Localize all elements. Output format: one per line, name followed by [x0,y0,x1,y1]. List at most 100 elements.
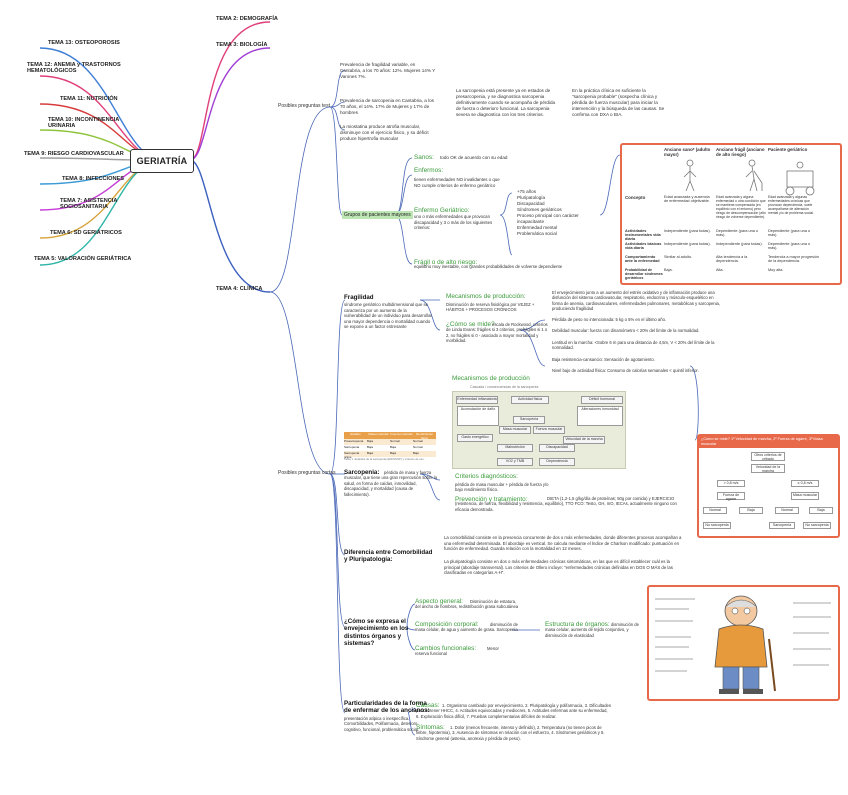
mecanismos-diagram: Actividad física Sarcopenia Fuerza muscu… [452,391,626,469]
diagram-node: Velocidad de la marcha [563,436,605,444]
flow-node: Velocidad de la marcha [751,464,785,473]
stages-header-cell: Fuerza muscular [390,432,413,436]
criterio-item: Proceso principal con carácter incapacit… [517,212,579,224]
row-cell: Independiente (para todas). [664,242,711,246]
test-fragilidad: Prevalencia de fragilidad variable, en C… [340,62,436,79]
diagram-node: Sarcopenia [513,416,545,424]
criterio-item: Síndromes geriátricos [517,206,562,212]
topic-4[interactable]: TEMA 4: CLÍNICA [216,286,263,292]
geriatrico-title: Enfermo Geriátrico: [414,207,470,214]
elderly-man-icon [655,595,831,694]
diagram-node: Malnutrición [497,444,533,452]
criterio-item: +75 años [517,189,537,194]
estructura-text: disminución de masa celular, aumento de … [545,622,639,638]
topic-5[interactable]: TEMA 5: VALORACIÓN GERIÁTRICA [34,256,132,262]
groups-table-panel: Anciano sano* (adulto mayor) Anciano frá… [620,143,842,285]
row-cell: Edad avanzada y algunas enfermedades cró… [768,195,814,215]
sanos-title: Sanos: [414,154,434,161]
row-cell: Independiente (para todas). [664,229,711,233]
topic-13[interactable]: TEMA 13: OSTEOPOROSIS [48,40,120,46]
stages-cell: Normal [413,445,423,449]
diagram-node: Discapacidad [539,444,575,452]
row-cell: Dependiente (para una o más). [716,229,759,237]
frailty-criteria-list: Pérdida de peso no intencionada: 5 kg o … [552,317,732,374]
row-cell: Alta. [716,268,724,272]
row-cell: Baja. [664,268,673,272]
row-cell: Muy alta. [768,268,784,272]
stages-cell: Sarcopenia [344,445,360,449]
flow-node: Masa muscular [791,492,819,500]
criterios-dx-title: Criterios diagnósticos: [455,473,518,480]
topic-8[interactable]: TEMA 8: INFECCIONES [62,176,124,182]
stages-row: Presarcopenia Baja Normal Normal [344,439,436,445]
pluripatologia-text: La pluripatología consiste en dos o más … [444,559,673,576]
particularidades-title: Particularidades de la forma de enfermar… [344,700,430,715]
funcionales-title: Cambios funcionales: [415,645,477,652]
stages-header-cell: Rendimiento físico [416,432,433,440]
topic-7[interactable]: TEMA 7: ASISTENCIA SOCIOSANITARIA [60,198,118,210]
criterios-list: +75 años Pluripatología Discapacidad Sín… [517,189,597,237]
stages-cell: Presarcopenia [344,439,364,443]
stages-header-cell: Masa muscular [368,432,389,436]
table-header-geriatrico: Paciente geriátrico [768,147,808,152]
diagram-title: Mecanismos de producción [452,375,530,382]
stages-header-cell: Estadio [350,432,361,436]
geriatrico-text: uno o más enfermedades que provocan disc… [414,214,493,231]
sintomas-text: 1. Dolor (menos frecuente, intenso y def… [416,725,605,741]
sarcopenia-title: Sarcopenia: [344,469,380,476]
branch-preguntas-test[interactable]: Posibles preguntas test [278,103,330,109]
diagram-node: Acumulación de daño [457,406,499,426]
topic-2[interactable]: TEMA 2: DEMOGRAFÍA [216,16,278,22]
row-cell: Similar al adulto. [664,255,693,259]
row-cell: Edad avanzada y alguna enfermedad u otra… [716,195,766,219]
mide-title: ¿Cómo se mide? [446,321,495,328]
causas-text: 1. Organismo cambiado por envejecimiento… [416,703,611,719]
aging-illustration-panel [647,585,840,701]
table-header-sano: Anciano sano* (adulto mayor) [664,147,711,157]
row-label: Actividades básicas vida diaria [625,242,662,250]
stages-cell: Baja [367,451,374,455]
composicion-text: disminución de masa celular, de agua y a… [415,622,518,633]
criterio-item: Discapacidad [517,200,545,206]
diagram-node: Alteraciones inmunidad [577,406,623,426]
diagram-node: Déficit hormonal [581,396,623,404]
fragil-title: Frágil o de alto riesgo: [414,259,478,266]
diagram-node: VO2 y TMB [497,458,533,466]
table-header-fragil: Anciano frágil (anciano de alto riesgo) [716,147,765,157]
groups-label[interactable]: Grupos de pacientes mayores [342,211,413,219]
topic-11[interactable]: TEMA 11: NUTRICIÓN [60,96,118,102]
flow-node: Baja [809,507,833,514]
topic-10[interactable]: TEMA 10: INCONTINENCIA URINARIA [48,117,120,129]
comorbilidad-text: La comorbilidad consiste en la presencia… [444,535,682,552]
stages-cell: Baja [390,451,397,455]
mecanismos-title: Mecanismos de producción: [446,293,526,300]
diagram-node: Actividad física [511,396,549,404]
comorbilidad-title: Diferencia entre Comorbilidad y Pluripat… [344,549,433,564]
center-node[interactable]: GERIATRÍA [130,149,194,173]
frailty-criterion: Pérdida de peso no intencionada: 5 kg o … [552,317,667,322]
criterio-item: Enfermedad mental [517,224,558,230]
flow-node: Baja [739,507,763,514]
branch-preguntas-cortas[interactable]: Posibles preguntas cortas [278,470,336,476]
sarcopenia-note-1: La sarcopenia está presente ya en estado… [456,88,556,117]
topic-12[interactable]: TEMA 12: ANEMIA y TRASTORNOS HEMATOLÓGIC… [27,62,121,74]
stages-cell: Bajo [413,451,420,455]
test-miostatina: La miostatina produce atrofia muscular, … [340,124,429,141]
aspecto-text: Disminución de estatura, del ancho de ho… [415,599,519,610]
enfermos-text: tienen enfermedades NO invalidantes o qu… [414,177,500,188]
diagram-node: Gasto energético [457,434,493,442]
fragilidad-title: Fragilidad [344,294,374,301]
diagram-node: Fuerza muscular [533,426,565,434]
stages-caption: Tabla 1. Estadios de la sarcopenia (EWGS… [344,457,425,461]
row-label: Actividades instrumentales vida diaria [625,229,661,241]
flow-node: Otros criterios de cribado [751,452,785,461]
topic-6[interactable]: TEMA 6: SD GERIÁTRICOS [50,230,122,236]
topic-9[interactable]: TEMA 9: RIESGO CARDIOVASCULAR [24,151,124,157]
frailty-criterion: Lentitud en la marcha: <Sobre 6 m para u… [552,339,715,351]
topic-3[interactable]: TEMA 3: BIOLOGÍA [216,42,268,48]
row-cell: Tendencia a mayor progresión de la depen… [768,255,820,263]
row-cell: Independiente (para todas). [716,242,763,246]
row-cell: Dependiente (para una o más). [768,242,811,250]
sarcopenia-stages-table: Estadio Masa muscular Fuerza muscular Re… [344,432,436,462]
aspecto-title: Aspecto general: [415,598,463,605]
